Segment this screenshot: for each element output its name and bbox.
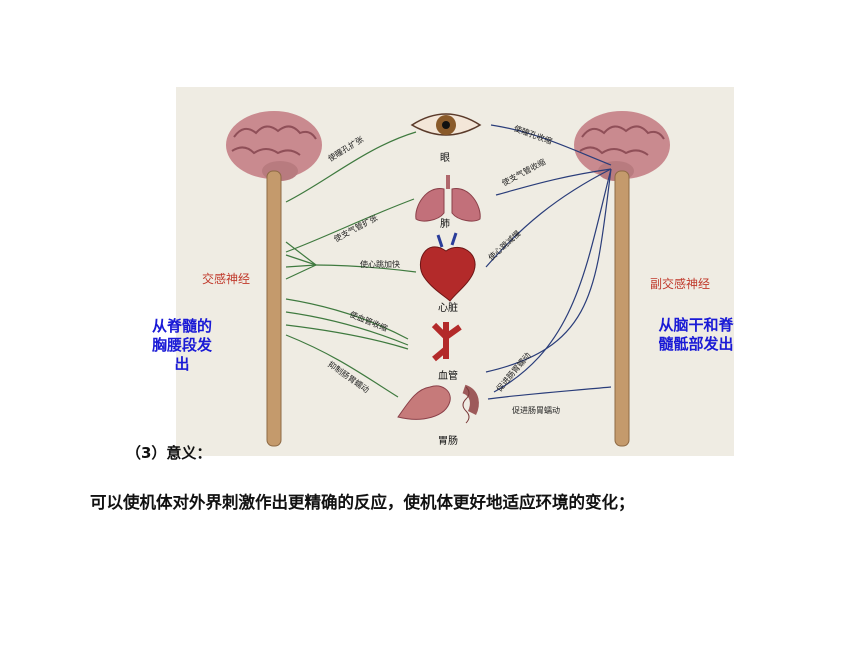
body-paragraph: 可以使机体对外界刺激作出更精确的反应，使机体更好地适应环境的变化； — [90, 493, 635, 512]
left-note-line: 出 — [174, 355, 190, 373]
parasympathetic-label: 副交感神经 — [650, 277, 711, 291]
sympathetic-fibers — [285, 131, 417, 398]
left-note-line: 从脊髓的 — [151, 317, 212, 335]
left-brain-icon — [226, 111, 322, 181]
section-heading: （3）意义： — [126, 444, 212, 462]
left-origin-note: 从脊髓的 胸腰段发 出 — [134, 317, 230, 374]
right-origin-note: 从脑干和脊 髓骶部发出 — [640, 316, 752, 354]
heart-icon — [419, 232, 476, 302]
nervous-system-figure: 眼 肺 心脏 血管 胃肠 交感神经 副交感神经 使瞳孔扩张 使支气管扩张 使心跳… — [176, 87, 734, 456]
right-note-line: 髓骶部发出 — [658, 335, 734, 353]
lung-icon — [415, 175, 481, 222]
left-note-line: 胸腰段发 — [151, 336, 212, 354]
sympathetic-label: 交感神经 — [202, 272, 251, 286]
left-spinal-cord — [266, 170, 282, 447]
effect-label: 使心跳加快 — [360, 260, 400, 269]
organ-label-stomach: 胃肠 — [438, 436, 458, 447]
effect-label: 促进肠胃蠕动 — [512, 406, 560, 415]
figure-drawing — [226, 111, 670, 447]
parasympathetic-fibers — [485, 124, 612, 400]
stomach-intestine-icon — [397, 384, 479, 424]
eye-icon — [410, 113, 482, 136]
organ-label-vessel: 血管 — [438, 371, 458, 382]
organ-label-lung: 肺 — [440, 219, 450, 230]
organ-label-eye: 眼 — [440, 153, 450, 164]
right-brain-icon — [574, 111, 670, 181]
organ-label-heart: 心脏 — [438, 303, 458, 314]
blood-vessel-icon — [431, 322, 462, 362]
right-note-line: 从脑干和脊 — [658, 316, 734, 334]
right-spinal-cord — [614, 170, 630, 447]
